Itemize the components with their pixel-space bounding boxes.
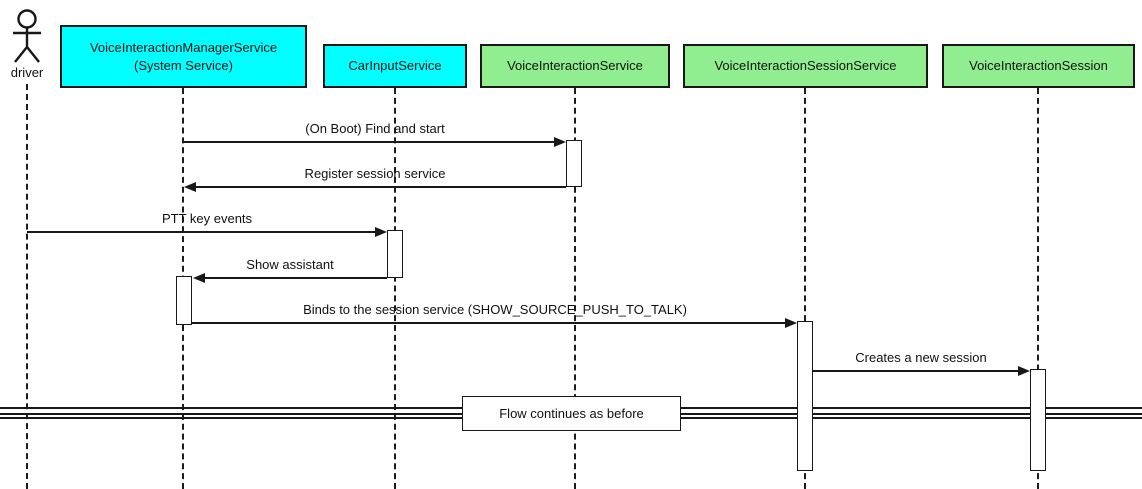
- lifeline-voiceinteractionservice: [574, 88, 576, 489]
- lifeline-voiceinteractionsessionservice: [804, 88, 806, 489]
- participant-voiceinteractionsession: VoiceInteractionSession: [942, 44, 1135, 88]
- participant-carinputservice: CarInputService: [323, 44, 467, 88]
- message-label: (On Boot) Find and start: [305, 121, 445, 136]
- activation-voiceinteractionmanagerservice: [176, 276, 192, 325]
- arrowhead-right-icon: [1018, 366, 1030, 376]
- lifeline-voiceinteractionsession: [1037, 88, 1039, 489]
- participant-label: VoiceInteractionSession: [969, 58, 1108, 74]
- message-label: Register session service: [304, 166, 446, 181]
- message-arrow-line: [27, 231, 375, 233]
- actor-label: driver: [10, 65, 44, 80]
- message-arrow-line: [205, 277, 387, 279]
- arrowhead-right-icon: [375, 227, 387, 237]
- divider-label: Flow continues as before: [499, 406, 644, 421]
- actor-icon: [13, 9, 41, 63]
- message-label: Binds to the session service (SHOW_SOURC…: [303, 302, 687, 317]
- message-arrow-line: [813, 370, 1018, 372]
- participant-voiceinteractionservice: VoiceInteractionService: [480, 44, 670, 88]
- participant-label: VoiceInteractionSessionService: [714, 58, 897, 74]
- message-label: PTT key events: [161, 211, 253, 226]
- activation-voiceinteractionsession: [1030, 369, 1046, 471]
- activation-carinputservice: [387, 230, 403, 278]
- message-label: Show assistant: [246, 257, 334, 272]
- arrowhead-right-icon: [554, 137, 566, 147]
- participant-label: CarInputService: [348, 58, 442, 74]
- arrowhead-left-icon: [184, 182, 196, 192]
- message-arrow-line: [184, 141, 554, 143]
- participant-label: VoiceInteractionManagerService (System S…: [89, 39, 278, 73]
- message-arrow-line: [192, 322, 785, 324]
- message-arrow-line: [196, 186, 566, 188]
- participant-voiceinteractionsessionservice: VoiceInteractionSessionService: [683, 44, 928, 88]
- participant-label: VoiceInteractionService: [507, 58, 643, 74]
- participant-voiceinteractionmanagerservice: VoiceInteractionManagerService (System S…: [60, 25, 307, 88]
- arrowhead-right-icon: [785, 318, 797, 328]
- divider-label-box: Flow continues as before: [462, 396, 681, 431]
- message-label: Creates a new session: [855, 350, 987, 365]
- lifeline-carinputservice: [394, 88, 396, 489]
- activation-voiceinteractionservice: [566, 140, 582, 187]
- arrowhead-left-icon: [193, 273, 205, 283]
- activation-voiceinteractionsessionservice: [797, 321, 813, 471]
- lifeline-driver: [26, 84, 28, 489]
